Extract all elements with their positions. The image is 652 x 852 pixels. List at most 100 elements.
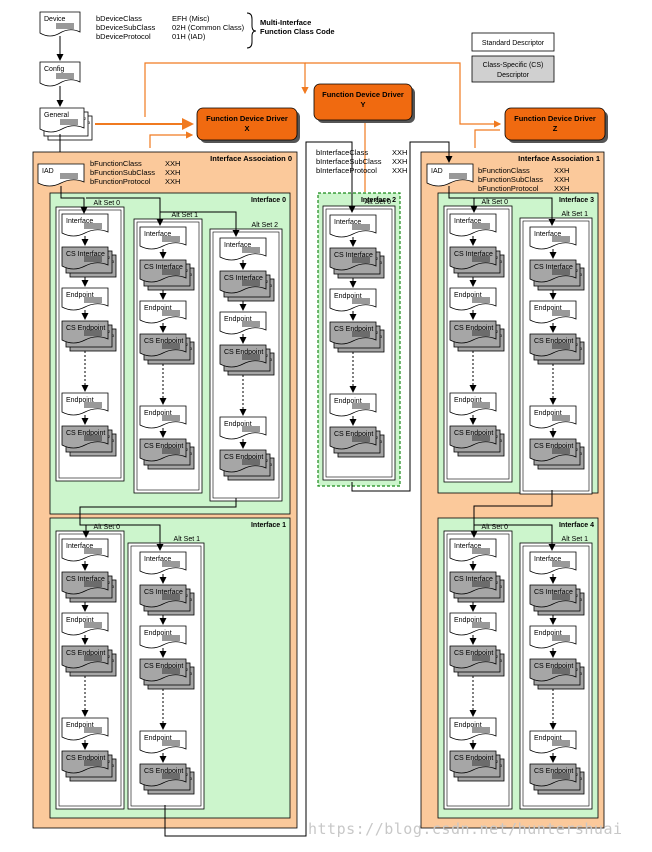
iad-descriptor-0 <box>37 163 85 187</box>
if3-alt0-cs-endpoint-stack-index: 3 <box>500 333 503 338</box>
device-descriptor-label: Device <box>44 16 66 23</box>
if2-alt0-interface-label: Interface <box>334 219 361 226</box>
if0-alt0-cs-interface-stack-index: 2 <box>108 255 111 260</box>
if3-alt0-cs-interface <box>449 246 497 270</box>
device-field-name: bDeviceProtocol <box>96 32 151 41</box>
function-driver-x-title: Function Device Driver <box>206 114 288 123</box>
if4-alt1-cs-endpoint-stack-index: 3 <box>580 776 583 781</box>
if3-alt0-cs-endpoint <box>449 320 497 344</box>
if0-alt1-cs-endpoint-stack-index: 2 <box>186 447 189 452</box>
brace-label-line: Multi-Interface <box>260 18 312 27</box>
if4-alt0-endpoint <box>449 717 497 741</box>
if1-alt0-endpoint-label: Endpoint <box>66 617 94 624</box>
orange-arrow-z <box>305 62 502 128</box>
if4-alt0-interface <box>449 538 497 562</box>
interface-field-name: bInterfaceProtocol <box>316 166 377 175</box>
function-driver-x <box>196 107 298 141</box>
interface-field-value: XXH <box>392 166 408 175</box>
interface-2-alt-set-0-title: Alt Set 0 <box>365 199 392 206</box>
if3-alt1-cs-interface <box>529 259 577 283</box>
if0-alt1-cs-interface-label: CS Interface <box>144 264 183 271</box>
if0-alt1-cs-endpoint <box>139 438 187 462</box>
if2-alt0-cs-endpoint <box>329 321 377 345</box>
if1-alt0-endpoint <box>61 612 109 636</box>
if0-alt2-endpoint-label: Endpoint <box>224 316 252 323</box>
function-driver-z <box>504 107 606 141</box>
if1-alt1-cs-endpoint <box>139 658 187 682</box>
if0-alt2-cs-interface-label: CS Interface <box>224 275 263 282</box>
if4-alt1-cs-endpoint <box>529 658 577 682</box>
watermark: https://blog.csdn.net/huntershuai <box>308 820 623 838</box>
if0-alt0-endpoint <box>61 287 109 311</box>
interface-field-value: XXH <box>392 148 408 157</box>
if1-alt1-endpoint <box>139 625 187 649</box>
if1-alt1-cs-endpoint-label: CS Endpoint <box>144 663 183 670</box>
interface-0-alt-set-0-title: Alt Set 0 <box>94 200 121 207</box>
if2-alt0-endpoint-label: Endpoint <box>334 293 362 300</box>
interface-3-alt-set-1-title: Alt Set 1 <box>562 211 589 218</box>
if2-alt0-cs-interface-stack-index: 2 <box>376 256 379 261</box>
if4-alt0-endpoint-label: Endpoint <box>454 722 482 729</box>
if0-to-if1 <box>79 498 237 538</box>
device-field-value: 02H (Common Class) <box>172 23 245 32</box>
iad-field-value: XXH <box>165 159 181 168</box>
if1-alt1-cs-endpoint-stack-index: 3 <box>190 776 193 781</box>
if1-alt1-endpoint <box>139 730 187 754</box>
iad-field-name: bFunctionProtocol <box>90 177 151 186</box>
if4-alt0-cs-endpoint <box>449 645 497 669</box>
interface-1-alt-set-0-title: Alt Set 0 <box>94 524 121 531</box>
if0-alt0-cs-endpoint <box>61 320 109 344</box>
if3-alt1-cs-endpoint-stack-index: 3 <box>580 346 583 351</box>
if3-alt1-cs-interface-stack-index: 2 <box>576 268 579 273</box>
if0-alt2-cs-endpoint-label: CS Endpoint <box>224 349 263 356</box>
interface2-field-names: bInterfaceClass bInterfaceSubClass bInte… <box>316 148 381 175</box>
if1-alt0-cs-interface <box>61 571 109 595</box>
if2-alt0-cs-endpoint-label: CS Endpoint <box>334 431 373 438</box>
function-driver-z-title: Function Device Driver <box>514 114 596 123</box>
interface-field-name: bInterfaceClass <box>316 148 369 157</box>
if3-alt1-cs-endpoint <box>529 333 577 357</box>
general-descriptor-stack-index: 3 <box>88 120 91 125</box>
interface-field-name: bInterfaceSubClass <box>316 157 382 166</box>
if4-alt0-to-alt1 <box>474 524 556 551</box>
if4-alt0-cs-interface-stack-index: 2 <box>496 580 499 585</box>
if0-alt0-cs-endpoint-stack-index: 3 <box>112 333 115 338</box>
if4-alt0-cs-interface-stack-index: 3 <box>500 584 503 589</box>
brace-icon <box>246 12 257 49</box>
if4-alt0-cs-endpoint-stack-index: 3 <box>500 658 503 663</box>
interface-3-alt-set-0-title: Alt Set 0 <box>482 199 509 206</box>
if1-alt1-endpoint-label: Endpoint <box>144 630 172 637</box>
if2-alt0-endpoint <box>329 393 377 417</box>
iad-field-name: bFunctionSubClass <box>478 175 544 184</box>
iad-field-value: XXH <box>554 175 570 184</box>
if2-alt0-cs-interface-stack-index: 3 <box>380 260 383 265</box>
if0-alt1-to-alt2 <box>160 211 240 237</box>
if4-alt1-cs-endpoint-stack-index: 2 <box>576 772 579 777</box>
iad-field-name: bFunctionClass <box>478 166 530 175</box>
if4-alt1-cs-interface-stack-index: 2 <box>576 593 579 598</box>
if0-alt2-interface-label: Interface <box>224 242 251 249</box>
if1-alt1-cs-interface-stack-index: 3 <box>190 597 193 602</box>
if0-alt1-cs-endpoint-label: CS Endpoint <box>144 443 183 450</box>
interface-4-alt-set-1-title: Alt Set 1 <box>562 536 589 543</box>
if0-alt0-cs-interface-stack-index: 3 <box>112 259 115 264</box>
function-driver-y-title: Function Device Driver <box>322 90 404 99</box>
iad1-field-values: XXH XXH XXH <box>554 166 569 193</box>
if3-alt1-interface <box>529 226 577 250</box>
if4-alt1-cs-interface <box>529 584 577 608</box>
if4-alt0-cs-endpoint-stack-index: 2 <box>496 654 499 659</box>
if4-alt0-cs-interface <box>449 571 497 595</box>
if3-alt1-endpoint <box>529 300 577 324</box>
if1-alt0-to-alt1 <box>86 524 164 551</box>
interface-0-alt-set-2-title: Alt Set 2 <box>252 222 279 229</box>
if4-alt1-cs-endpoint-label: CS Endpoint <box>534 768 573 775</box>
interface-0-alt-set-1-title: Alt Set 1 <box>172 212 199 219</box>
if3-alt0-cs-endpoint-stack-index: 2 <box>496 329 499 334</box>
if0-alt2-interface <box>219 237 267 261</box>
orange-arrow-z-iad <box>474 129 500 148</box>
if2-alt0-endpoint <box>329 288 377 312</box>
if3-alt0-interface <box>449 213 497 237</box>
if4-alt0-endpoint-label: Endpoint <box>454 617 482 624</box>
if3-alt0-cs-interface-stack-index: 3 <box>500 259 503 264</box>
